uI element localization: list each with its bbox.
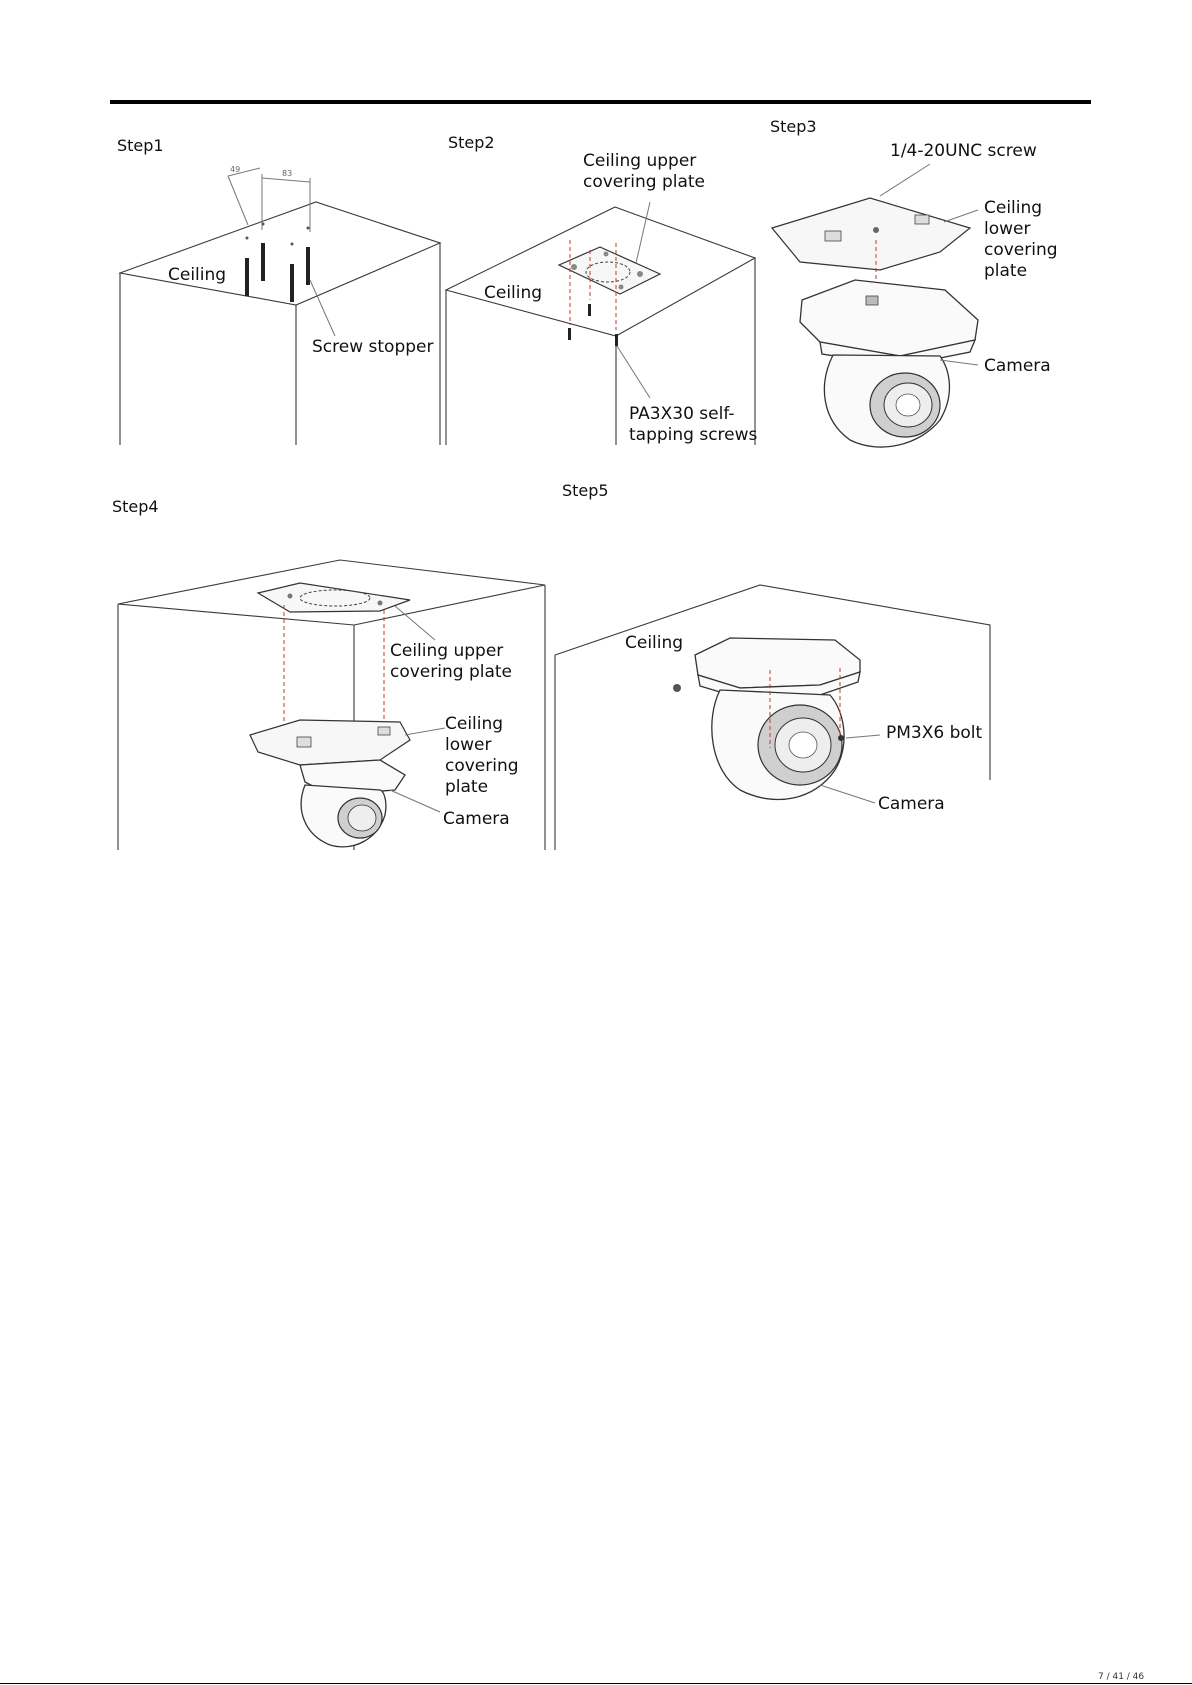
step3-unc-screw-label: 1/4-20UNC screw (890, 141, 1037, 162)
svg-text:83: 83 (282, 169, 292, 178)
step4-lower-plate (250, 720, 445, 765)
step2-screws-label: PA3X30 self- tapping screws (629, 404, 757, 446)
step4-camera-label: Camera (443, 809, 510, 830)
step4-upper-plate (258, 583, 435, 640)
step5-ceiling-label: Ceiling (625, 633, 683, 654)
step2-ceiling-label: Ceiling (484, 283, 542, 304)
step1-illustration: 49 83 (120, 165, 440, 445)
step3-illustration (772, 164, 978, 447)
step3-camera-label: Camera (984, 356, 1051, 377)
step4-heading: Step4 (112, 496, 159, 517)
step1-ceiling-label: Ceiling (168, 265, 226, 286)
svg-text:49: 49 (230, 165, 240, 174)
step3-camera (800, 280, 978, 447)
step4-lower-plate-label: Ceiling lower covering plate (445, 714, 519, 798)
footer-rule (0, 1683, 1192, 1684)
step2-upper-plate (559, 247, 660, 294)
step5-heading: Step5 (562, 480, 609, 501)
step2-upper-plate-label: Ceiling upper covering plate (583, 151, 705, 193)
step1-dimension-marks: 49 83 (228, 165, 310, 232)
step1-screw-stopper-label: Screw stopper (312, 337, 433, 358)
step4-upper-plate-label: Ceiling upper covering plate (390, 641, 512, 683)
step4-camera (300, 760, 440, 847)
step1-heading: Step1 (117, 135, 164, 156)
step1-ceiling-box (120, 202, 440, 445)
footer-page-text: 7 / 41 / 46 (1098, 1672, 1144, 1683)
step5-camera (673, 638, 880, 803)
step1-screw-stoppers (245, 223, 335, 337)
step2-screws (568, 202, 650, 398)
step5-bolt-label: PM3X6 bolt (886, 723, 982, 744)
step3-lower-plate (772, 164, 978, 270)
step3-heading: Step3 (770, 116, 817, 137)
step4-illustration (118, 560, 545, 850)
step3-lower-plate-label: Ceiling lower covering plate (984, 198, 1058, 282)
step2-heading: Step2 (448, 132, 495, 153)
step5-camera-label: Camera (878, 794, 945, 815)
